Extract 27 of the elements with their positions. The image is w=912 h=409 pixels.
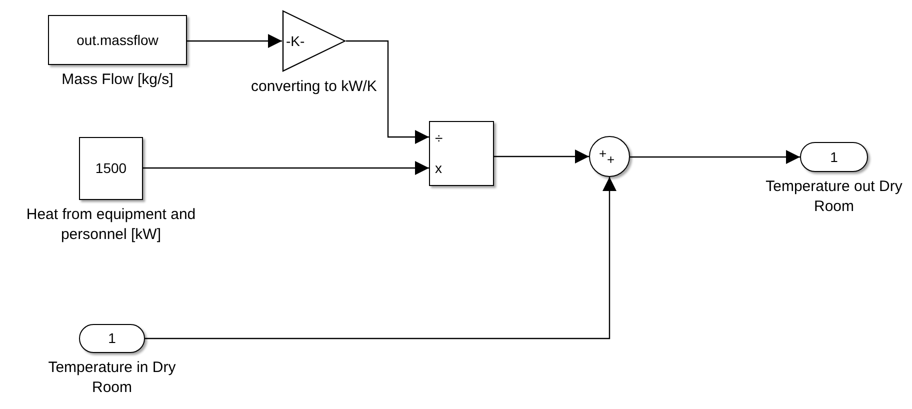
signal-line — [630, 150, 800, 164]
block — [79, 137, 143, 200]
port-block — [79, 324, 145, 353]
gain-value: -K- — [286, 32, 305, 50]
block-label: Mass Flow [kg/s] — [60, 70, 174, 90]
block — [48, 15, 187, 65]
block-value: out.massflow — [76, 30, 158, 50]
block-label: converting to kW/K — [250, 77, 378, 97]
block-value: 1500 — [95, 159, 127, 178]
port-block — [800, 142, 868, 172]
signal-line — [494, 150, 589, 164]
signal-line — [187, 34, 282, 48]
port-sign: + — [607, 153, 615, 166]
port-number: 1 — [108, 329, 116, 348]
signal-line — [145, 177, 616, 340]
port-sign: x — [435, 161, 442, 175]
port-number: 1 — [830, 148, 838, 166]
port-sign: + — [599, 147, 607, 160]
port-sign: ÷ — [435, 131, 443, 145]
gain-block — [282, 10, 346, 72]
block-label: Temperature out Dry Room — [764, 177, 904, 217]
block-label: Heat from equipment and personnel [kW] — [25, 205, 197, 245]
product-block — [429, 121, 494, 186]
signal-line — [143, 161, 429, 175]
block-label: Temperature in Dry Room — [47, 358, 177, 398]
sum-block — [589, 136, 630, 177]
signal-line — [346, 40, 429, 144]
